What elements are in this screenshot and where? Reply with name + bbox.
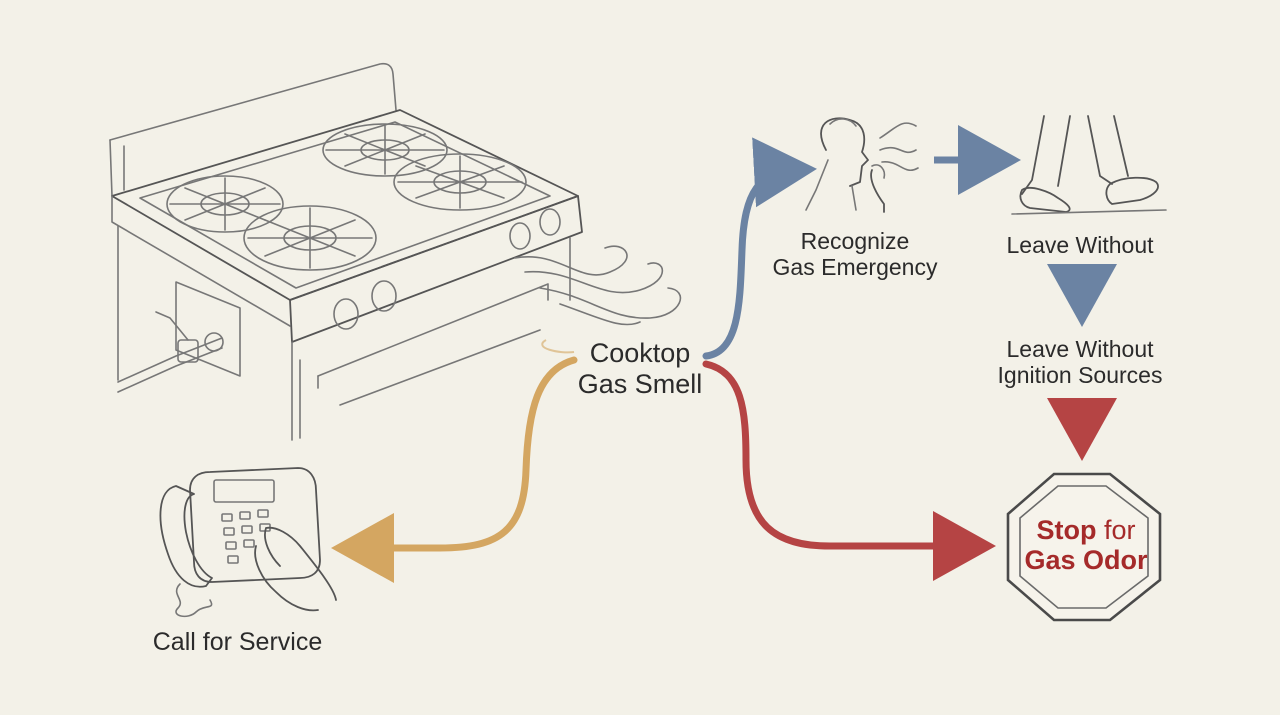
leave-ignition-node-label: Leave Without Ignition Sources	[980, 336, 1180, 389]
arrow-to-call	[331, 356, 578, 583]
stop-sign-icon	[1006, 472, 1162, 622]
leave-line-1: Leave Without	[1006, 232, 1154, 258]
arrow-to-stop	[702, 360, 996, 581]
stop-for-word: for	[1104, 515, 1136, 545]
desk-phone-icon	[159, 467, 337, 618]
gas-valve-icon	[117, 311, 224, 393]
smelling-person-icon	[805, 117, 919, 213]
center-node-label: Cooktop Gas Smell	[560, 338, 720, 400]
stop-line-2: Gas Odor	[1024, 545, 1148, 576]
arrow-to-recognize	[702, 137, 817, 360]
recognize-line-1: Recognize	[800, 228, 910, 254]
call-node-label: Call for Service	[152, 628, 323, 656]
recognize-node-label: Recognize Gas Emergency	[770, 228, 940, 281]
leave-ignition-line-1: Leave Without	[1006, 336, 1154, 362]
center-node-line-2: Gas Smell	[577, 369, 703, 400]
gas-stove-icon	[109, 62, 583, 441]
leave-node-label: Leave Without	[990, 232, 1170, 258]
center-node-line-1: Cooktop	[589, 338, 691, 368]
walking-legs-icon	[1011, 115, 1167, 215]
stop-word: Stop	[1036, 515, 1097, 545]
leave-ignition-line-2: Ignition Sources	[997, 362, 1163, 389]
gas-fumes-icon	[514, 245, 682, 326]
stop-sign-text: Stop for Gas Odor	[1012, 515, 1160, 575]
recognize-line-2: Gas Emergency	[772, 254, 938, 281]
